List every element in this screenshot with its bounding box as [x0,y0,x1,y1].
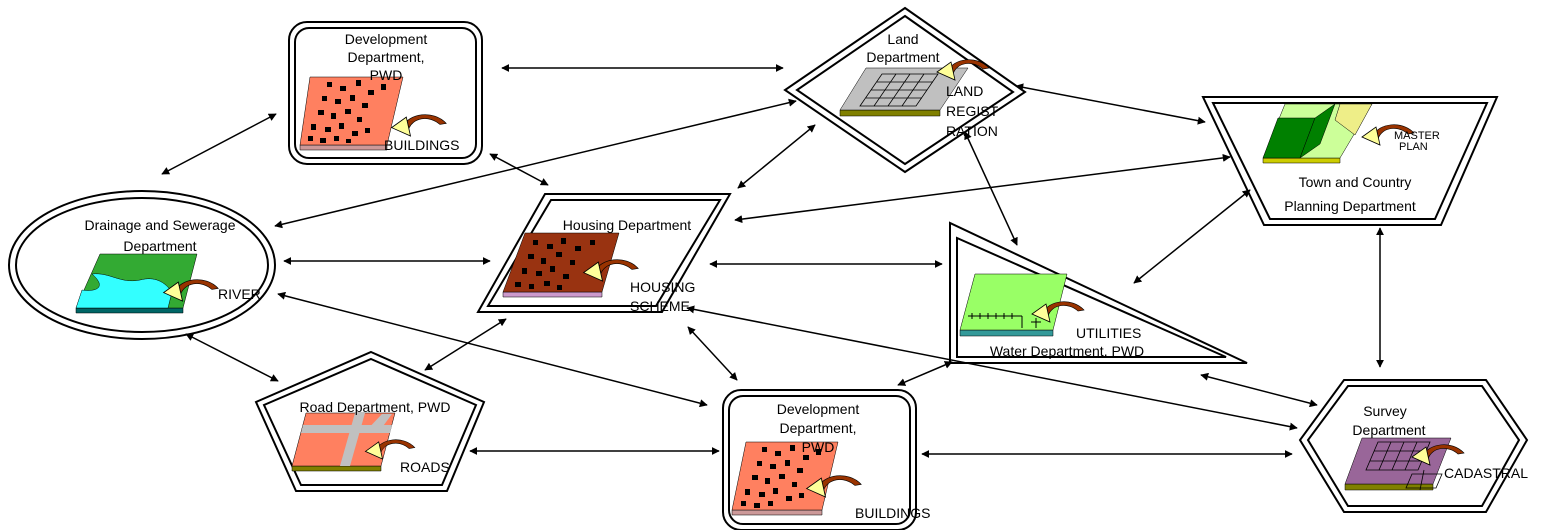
layer-label: PLAN [1399,141,1428,153]
master-plan-layer-icon [1262,103,1373,164]
layer-label: HOUSING [630,279,695,295]
node-title: Water Department, PWD [990,343,1144,359]
curved-arrow-icon [805,475,862,498]
connector-land-planning [1015,83,1206,125]
land-registration-layer-icon [839,67,969,117]
node-frame-inner [1306,385,1521,507]
connector-water-planning [1133,189,1251,284]
roads-layer-icon [291,412,396,472]
node-title: Land [887,31,918,47]
curved-arrow-icon [162,279,219,302]
connector-housing-survey [686,305,1298,431]
buildings-layer-icon [731,441,839,516]
icon-slab-side [291,465,382,472]
plan-zone-dark [1299,103,1336,159]
node-title: Department, [347,49,424,65]
node-title: Drainage and Sewerage [85,217,236,233]
node-title: Department [1352,422,1425,438]
layer-label: BUILDINGS [384,137,459,153]
connector-dev-top-drainage [161,113,277,175]
connector-dev-top-housing [489,153,549,186]
curved-arrow-icon [582,259,639,282]
road-diagonal [364,414,392,433]
node-frame-inner [1211,102,1489,220]
cadastral-grid [1365,441,1443,491]
layer-label: REGIST [946,103,999,119]
building-blocks [741,445,821,508]
curved-arrow-icon [1361,124,1415,146]
node-title: Survey [1363,403,1407,419]
connector-housing-planning [734,153,1231,224]
layer-label: LAND [946,83,983,99]
connector-land-water [964,131,1018,246]
layer-label: MASTER [1394,130,1440,142]
land-grid [859,73,939,107]
node-title: Department [866,49,939,65]
icon-slab-side [731,509,823,516]
connector-land-housing [737,124,816,189]
connector-land-drainage [274,98,797,229]
node-title: Department [123,238,196,254]
river-layer-icon [75,253,198,314]
icon-slab-side [502,291,603,298]
layer-label: UTILITIES [1076,325,1141,341]
plan-zone-yellow [1334,103,1373,136]
layer-label: RATION [946,123,998,139]
curved-arrow-icon [364,439,416,460]
node-title: Housing Department [563,217,692,233]
connector-housing-dev-bottom [687,326,738,381]
icon-slab-side [839,109,941,117]
curved-arrow-icon [1411,444,1465,466]
node-title: Development [777,401,860,417]
icon-slab-side [299,144,388,151]
river-water [75,273,173,309]
node-title: PWD [370,67,403,83]
node-title: Planning Department [1284,198,1416,214]
icon-slab-side [1262,157,1341,164]
layer-label: SCHEME [630,298,690,314]
layer-label: RIVER [218,286,261,302]
icon-slab-side [75,307,184,314]
icon-slab [299,76,404,146]
connector-dev-bottom-water [897,361,953,386]
icon-slab [959,273,1068,331]
housing-blocks [515,238,595,290]
road-vertical [340,413,365,466]
icon-slab-side [959,329,1054,337]
connectors [161,64,1384,458]
curved-arrow-icon [936,59,990,81]
icon-slab [839,67,969,111]
node-title: Town and Country [1299,174,1412,190]
node-title: Road Department, PWD [300,399,451,415]
connector-drainage-road [185,333,279,382]
layer-label: CADASTRAL [1444,465,1528,481]
connector-housing-road [424,318,507,371]
connector-water-survey [1200,372,1318,408]
node-frame-inner [15,197,269,333]
node-title: Development [345,31,428,47]
node-title: PWD [802,439,835,455]
layer-label: BUILDINGS [855,505,930,521]
node-title: Department, [779,420,856,436]
layer-label: ROADS [400,459,450,475]
